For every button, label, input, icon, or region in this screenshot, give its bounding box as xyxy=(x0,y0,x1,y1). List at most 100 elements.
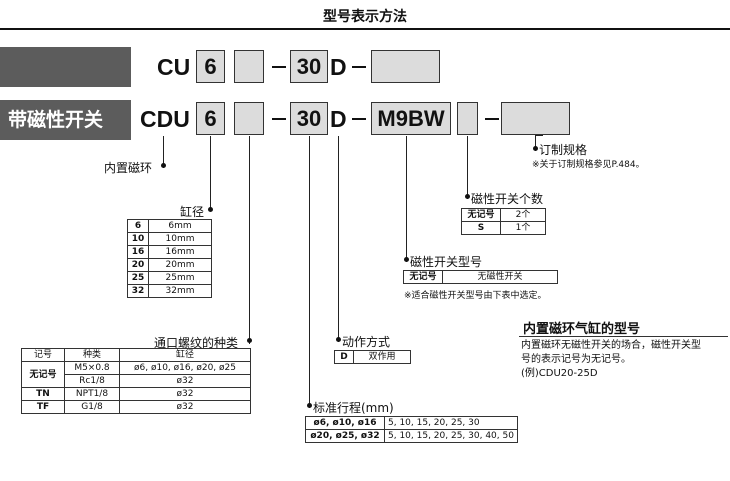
table-row: ø6, ø10, ø16 5, 10, 15, 20, 25, 30 xyxy=(305,416,518,430)
row1-prefix: CU xyxy=(157,54,191,80)
row1-suffix: D xyxy=(330,54,347,80)
table-row: S 1个 xyxy=(461,221,546,235)
row2-count-box xyxy=(457,102,478,135)
bore-code: 6 xyxy=(127,219,149,233)
row1-option-box xyxy=(371,50,440,83)
thread-label: 通口螺纹的种类 xyxy=(154,336,239,350)
row2-bore-box: 6 xyxy=(196,102,225,135)
callout-line-1: 内置磁环无磁性开关的场合，磁性开关型 xyxy=(521,340,701,351)
bore-dot xyxy=(208,207,213,212)
thread-bore: ø6, ø10, ø16, ø20, ø25 xyxy=(119,361,251,375)
table-row: 记号 种类 缸径 xyxy=(21,348,251,362)
callout-example: (例)CDU20-25D xyxy=(521,368,598,379)
thread-type: NPT1/8 xyxy=(64,387,120,401)
bore-value: 16mm xyxy=(148,245,212,259)
page-title: 型号表示方法 xyxy=(323,9,407,25)
thread-header-bore: 缸径 xyxy=(119,348,251,362)
callout-title: 内置磁环气缸的型号 xyxy=(523,322,641,337)
thread-leader xyxy=(249,136,250,344)
row2-dash-2 xyxy=(352,118,366,120)
magnet-dot xyxy=(161,163,166,168)
row2-dash-3 xyxy=(485,118,499,120)
action-code: D xyxy=(334,350,354,364)
bore-leader xyxy=(210,136,211,211)
switch-type-code: 无记号 xyxy=(403,270,443,284)
thread-bore: ø32 xyxy=(119,387,251,401)
table-row: TF G1/8 ø32 xyxy=(21,400,251,414)
switch-type-table: 无记号 无磁性开关 xyxy=(403,270,558,284)
bore-value: 10mm xyxy=(148,232,212,246)
switch-count-label: 磁性开关个数 xyxy=(471,192,544,206)
custom-dot xyxy=(533,146,538,151)
row2-prefix: CDU xyxy=(140,106,190,132)
switch-count-code: S xyxy=(461,221,501,235)
stroke-leader xyxy=(309,136,310,408)
action-leader xyxy=(338,136,339,342)
row1-band xyxy=(0,47,131,87)
stroke-bore: ø20, ø25, ø32 xyxy=(305,429,385,443)
built-in-magnet-label: 内置磁环 xyxy=(104,161,153,175)
thread-bore: ø32 xyxy=(119,374,251,388)
bore-code: 10 xyxy=(127,232,149,246)
switch-count-value: 1个 xyxy=(500,221,546,235)
bore-code: 16 xyxy=(127,245,149,259)
stroke-label: 标准行程(mm) xyxy=(313,401,394,415)
table-row: 无记号 无磁性开关 xyxy=(403,270,558,284)
bore-value: 32mm xyxy=(148,284,212,298)
switch-count-leader xyxy=(467,136,468,199)
title-divider xyxy=(0,28,730,30)
thread-type: G1/8 xyxy=(64,400,120,414)
row2-option-box xyxy=(501,102,570,135)
thread-table: 记号 种类 缸径 无记号 M5×0.8 ø6, ø10, ø16, ø20, ø… xyxy=(21,348,251,414)
thread-code: TF xyxy=(21,400,65,414)
custom-leader xyxy=(535,135,536,151)
bore-value: 20mm xyxy=(148,258,212,272)
table-row: TN NPT1/8 ø32 xyxy=(21,387,251,401)
action-label: 动作方式 xyxy=(342,335,391,349)
thread-header-code: 记号 xyxy=(21,348,65,362)
row1-dash-1 xyxy=(272,66,286,68)
thread-code: TN xyxy=(21,387,65,401)
bore-value: 6mm xyxy=(148,219,212,233)
bore-code: 32 xyxy=(127,284,149,298)
custom-label: 订制规格 xyxy=(539,143,588,157)
stroke-values: 5, 10, 15, 20, 25, 30 xyxy=(384,416,518,430)
switch-type-label: 磁性开关型号 xyxy=(410,255,483,269)
callout-body: 内置磁环无磁性开关的场合，磁性开关型 号的表示记号为无记号。 (例)CDU20-… xyxy=(521,339,728,381)
bore-label: 缸径 xyxy=(180,205,205,219)
callout-line-2: 号的表示记号为无记号。 xyxy=(521,354,631,365)
bore-value: 25mm xyxy=(148,271,212,285)
custom-leader-top xyxy=(535,135,543,136)
magnet-leader xyxy=(163,136,164,168)
stroke-bore: ø6, ø10, ø16 xyxy=(305,416,385,430)
switch-type-note: ※适合磁性开关型号由下表中选定。 xyxy=(404,291,547,301)
action-value: 双作用 xyxy=(353,350,411,364)
custom-note: ※关于订制规格参见P.484。 xyxy=(532,160,645,170)
stroke-table: ø6, ø10, ø16 5, 10, 15, 20, 25, 30 ø20, … xyxy=(305,416,518,443)
table-row: 无记号 M5×0.8 ø6, ø10, ø16, ø20, ø25 xyxy=(21,361,251,388)
thread-type: Rc1/8 xyxy=(64,374,120,388)
table-row: D 双作用 xyxy=(334,350,411,364)
bore-code: 20 xyxy=(127,258,149,272)
callout-divider xyxy=(519,336,728,337)
thread-bore: ø32 xyxy=(119,400,251,414)
row2-switch-box: M9BW xyxy=(371,102,451,135)
row2-thread-box xyxy=(234,102,264,135)
row2-band: 带磁性开关 xyxy=(0,100,131,140)
row1-thread-box xyxy=(234,50,264,83)
row1-dash-2 xyxy=(352,66,366,68)
table-row: 无记号 2个 xyxy=(461,208,546,222)
magnetic-switch-label: 带磁性开关 xyxy=(8,109,104,131)
thread-header-type: 种类 xyxy=(64,348,120,362)
stroke-values: 5, 10, 15, 20, 25, 30, 40, 50 xyxy=(384,429,518,443)
table-row: ø20, ø25, ø32 5, 10, 15, 20, 25, 30, 40,… xyxy=(305,429,518,443)
bore-code: 25 xyxy=(127,271,149,285)
action-dot xyxy=(336,337,341,342)
row2-stroke-box: 30 xyxy=(290,102,328,135)
row2-dash-1 xyxy=(272,118,286,120)
switch-type-dot xyxy=(404,257,409,262)
